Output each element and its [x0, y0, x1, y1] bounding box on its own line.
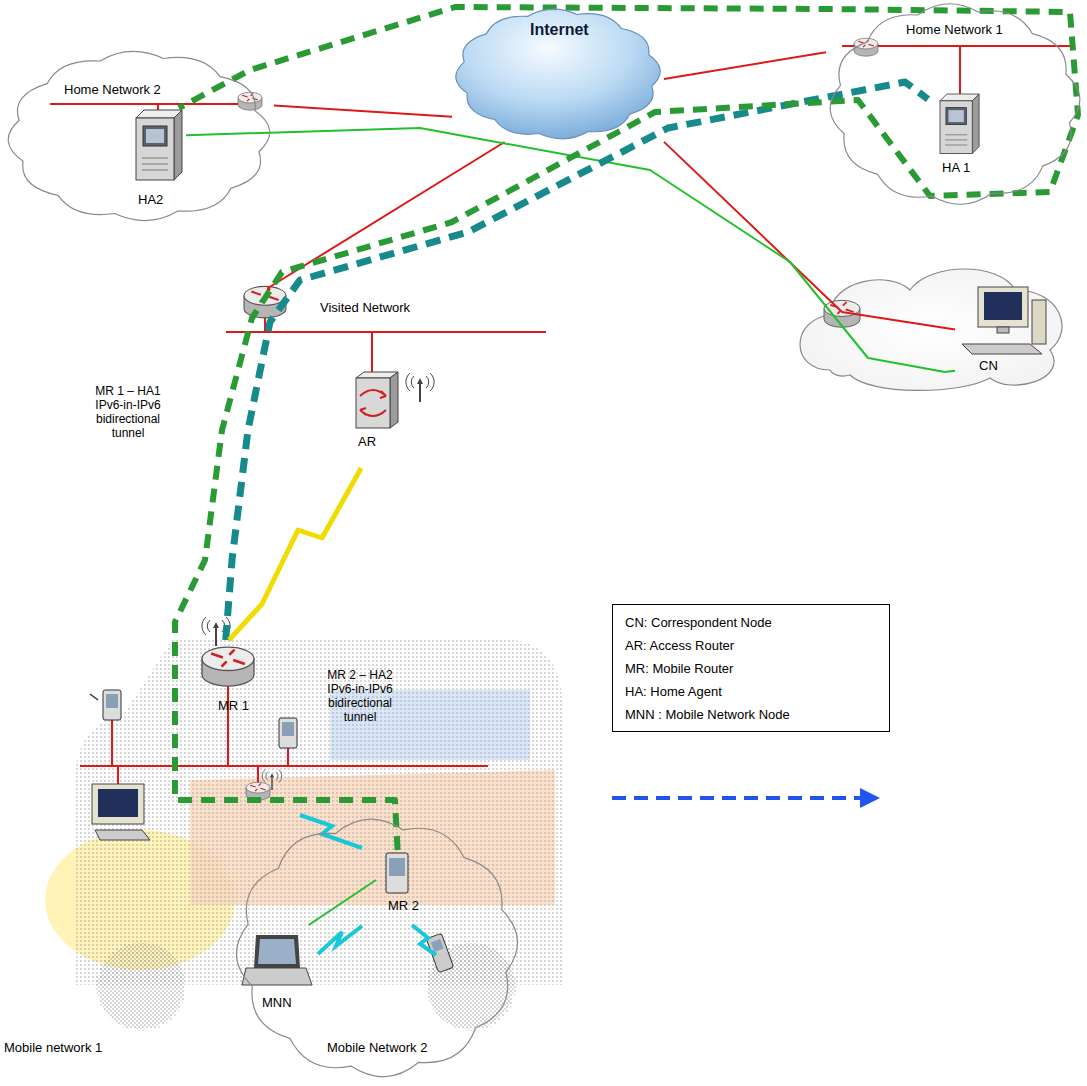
node-label: MNN	[262, 995, 292, 1011]
node-label: HA 1	[942, 160, 970, 176]
node-label: Home Network 2	[64, 82, 161, 98]
mobile-router: MR 1	[196, 640, 262, 720]
node-label: Mobile Network 2	[327, 1040, 427, 1056]
node-label: MR 1	[218, 698, 249, 714]
node-label: MR 2	[388, 898, 419, 914]
label-slot: MR 1 – HA1 IPv6-in-IPv6 bidirectional tu…	[86, 384, 170, 440]
legend-entry: AR: Access Router	[625, 634, 734, 657]
node-label: Internet	[530, 22, 589, 38]
node-label: Visited Network	[320, 300, 410, 316]
node-label: CN	[979, 358, 998, 374]
network-link	[175, 7, 1078, 850]
network-link	[229, 468, 361, 640]
home-agent: HA2	[128, 108, 186, 218]
correspondent-node: CN	[955, 282, 1047, 380]
mobile-network-node: MNN	[246, 925, 316, 1017]
network-cloud: Mobile Network 2 MR 2 MNN	[232, 815, 522, 1081]
legend-entry: MR: Mobile Router	[625, 657, 733, 680]
network-link	[226, 82, 928, 640]
label-slot: MR 2 – HA2 IPv6-in-IPv6 bidirectional tu…	[318, 668, 402, 724]
visited-network: Visited Network	[226, 296, 546, 336]
network-link	[268, 142, 505, 296]
node-label: Mobile network 1	[4, 1040, 102, 1056]
legend-box: CN: Correspondent NodeAR: Access RouterM…	[612, 604, 890, 732]
cloud-shape	[456, 9, 660, 139]
internet-cloud: Internet	[452, 6, 664, 142]
mobile-router: MR 2	[376, 850, 430, 920]
network-link	[309, 880, 376, 925]
node-label: AR	[358, 434, 376, 450]
network-cloud: Home Network 1 HA 1	[826, 0, 1084, 208]
cloud-shape	[236, 819, 517, 1077]
home-agent: HA 1	[928, 92, 992, 180]
cloud-shape	[830, 4, 1080, 205]
network-link	[274, 106, 452, 117]
legend-entry: CN: Correspondent Node	[625, 611, 772, 634]
network-link	[186, 128, 955, 372]
cloud-shape	[8, 51, 269, 220]
node-label: Home Network 1	[906, 22, 1003, 38]
legend-entry: HA: Home Agent	[625, 680, 722, 703]
tunnel-label: MR 1 – HA1 IPv6-in-IPv6 bidirectional tu…	[86, 384, 170, 440]
network-cloud: Home Network 2 HA2	[4, 48, 274, 224]
node-label: HA2	[138, 192, 163, 208]
tunnel-label: MR 2 – HA2 IPv6-in-IPv6 bidirectional tu…	[318, 668, 402, 724]
network-link	[664, 52, 826, 79]
legend-entry: MNN : Mobile Network Node	[625, 703, 790, 726]
mobile-network: Mobile network 1 MR 1 Mobile Network 2 MR 2…	[0, 600, 568, 1084]
access-router: AR	[330, 370, 408, 468]
